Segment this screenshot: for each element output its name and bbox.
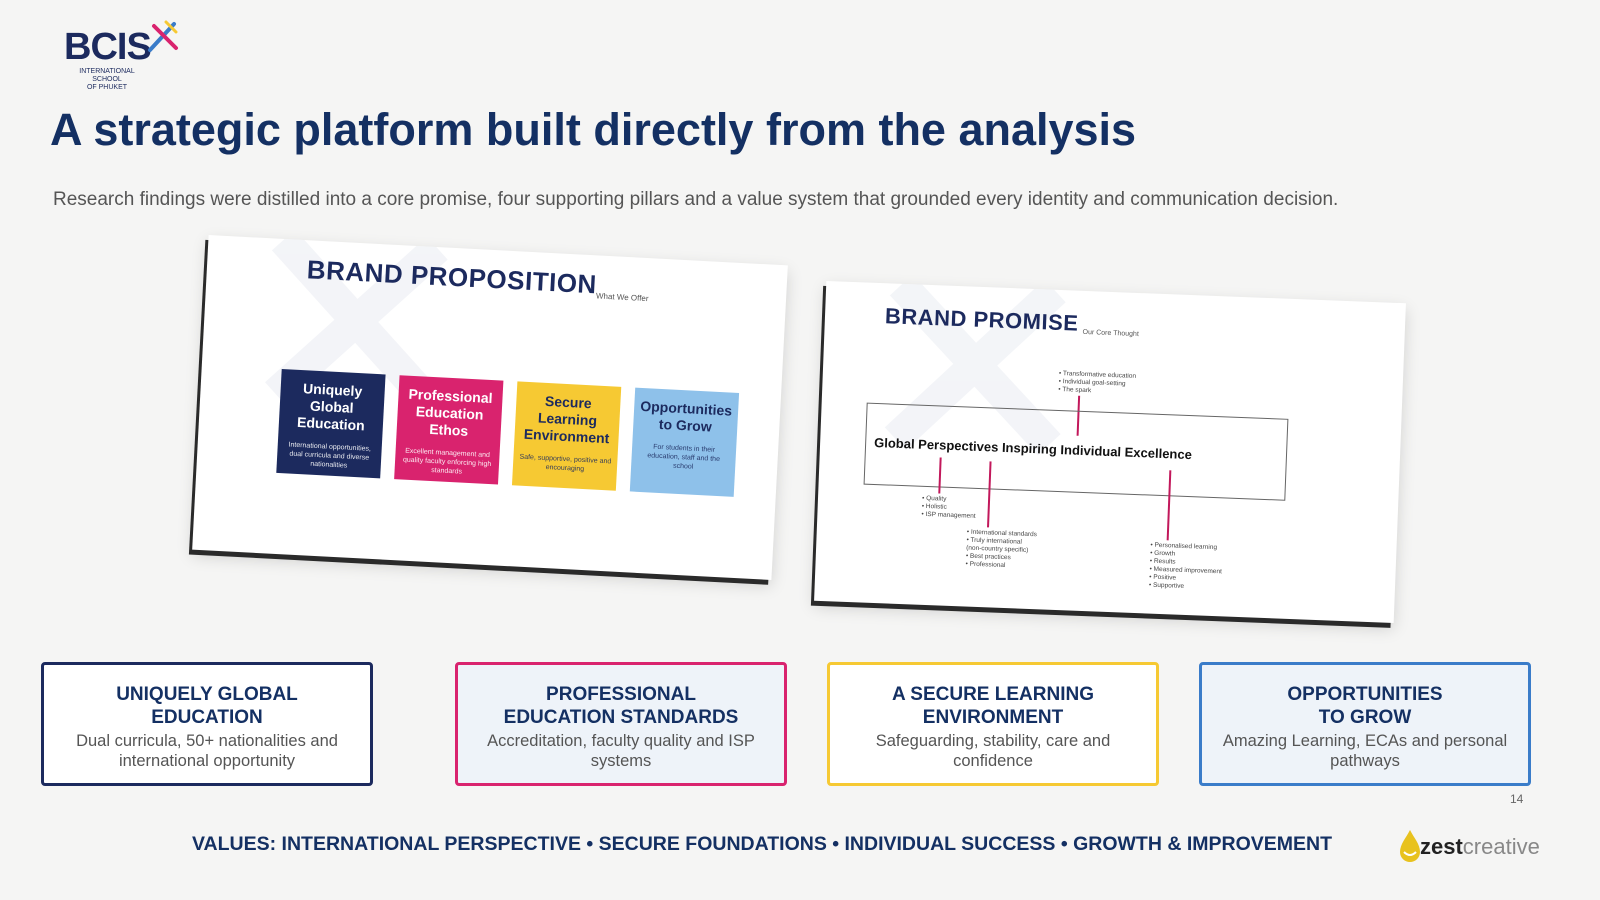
zest-wordmark: zestcreative: [1420, 834, 1540, 860]
card-desc: Accreditation, faculty quality and ISP s…: [487, 732, 755, 770]
zest-bold: zest: [1420, 834, 1463, 859]
pillar-head: Professional Education Ethos: [408, 385, 493, 439]
zest-creative-logo: zestcreative: [1398, 826, 1540, 866]
card-title: A SECURE LEARNING ENVIRONMENT: [892, 684, 1094, 728]
card-opportunities-to-grow: OPPORTUNITIES TO GROW Amazing Learning, …: [1199, 662, 1531, 786]
card-uniquely-global-education: UNIQUELY GLOBAL EDUCATION Dual curricula…: [41, 662, 373, 786]
page-title: A strategic platform built directly from…: [50, 104, 1137, 155]
pillar-head: Secure Learning Environment: [523, 392, 610, 447]
promise-mid-list: • International standards • Truly intern…: [965, 528, 1038, 570]
pillar-opportunities: Opportunities to Grow For students in th…: [629, 387, 740, 497]
pillar-head: Uniquely Global Education: [296, 380, 366, 434]
promise-right-list: • Personalised learning • Growth • Resul…: [1148, 541, 1222, 590]
promise-left-list: • Quality • Holistic • ISP management: [921, 494, 976, 520]
pillar-head: Opportunities to Grow: [639, 397, 733, 435]
card-title: UNIQUELY GLOBAL EDUCATION: [116, 684, 298, 728]
slide-tag-promise: Our Core Thought: [1082, 328, 1139, 339]
values-line: VALUES: INTERNATIONAL PERSPECTIVE • SECU…: [192, 833, 1332, 855]
pillar-desc: Excellent management and quality faculty…: [402, 447, 492, 476]
logo-sub-line1: INTERNATIONAL SCHOOL: [79, 68, 135, 83]
logo-subtitle: INTERNATIONAL SCHOOL OF PHUKET: [66, 68, 148, 92]
page-subtitle: Research findings were distilled into a …: [53, 189, 1339, 210]
slide-tag-proposition: What We Offer: [595, 291, 649, 304]
card-professional-education-standards: PROFESSIONAL EDUCATION STANDARDS Accredi…: [455, 662, 787, 786]
pillar-secure-learning: Secure Learning Environment Safe, suppor…: [511, 381, 622, 491]
logo-cross-icon: [148, 20, 178, 52]
pillar-desc: International opportunities, dual curric…: [288, 441, 372, 470]
logo-wordmark: BCIS: [64, 26, 152, 68]
zest-drop-icon: [1400, 830, 1420, 862]
pillar-desc: For students in their education, staff a…: [647, 443, 721, 471]
card-title: PROFESSIONAL EDUCATION STANDARDS: [503, 684, 739, 728]
card-desc: Safeguarding, stability, care and confid…: [875, 732, 1111, 770]
card-desc: Dual curricula, 50+ nationalities and in…: [76, 732, 338, 770]
brand-promise-slide: BRAND PROMISE Our Core Thought • Transfo…: [814, 280, 1406, 624]
pillar-professional-ethos: Professional Education Ethos Excellent m…: [394, 375, 504, 485]
pillar-global-education: Uniquely Global Education International …: [276, 369, 386, 479]
pillar-desc: Safe, supportive, positive and encouragi…: [519, 453, 612, 474]
logo-sub-line2: OF PHUKET: [86, 84, 128, 91]
watermark-x-icon: [844, 280, 1066, 456]
zest-light: creative: [1462, 834, 1540, 859]
page-number: 14: [1510, 792, 1524, 806]
promise-top-list: • Transformative education • Individual …: [1058, 369, 1137, 395]
card-title: OPPORTUNITIES TO GROW: [1287, 684, 1443, 728]
bcis-logo: BCIS INTERNATIONAL SCHOOL OF PHUKET: [64, 20, 194, 92]
watermark-x-icon: [225, 235, 448, 413]
brand-proposition-slide: BRAND PROPOSITION What We Offer Uniquely…: [192, 235, 788, 580]
card-secure-learning-environment: A SECURE LEARNING ENVIRONMENT Safeguardi…: [827, 662, 1159, 786]
card-desc: Amazing Learning, ECAs and personal path…: [1222, 732, 1508, 770]
